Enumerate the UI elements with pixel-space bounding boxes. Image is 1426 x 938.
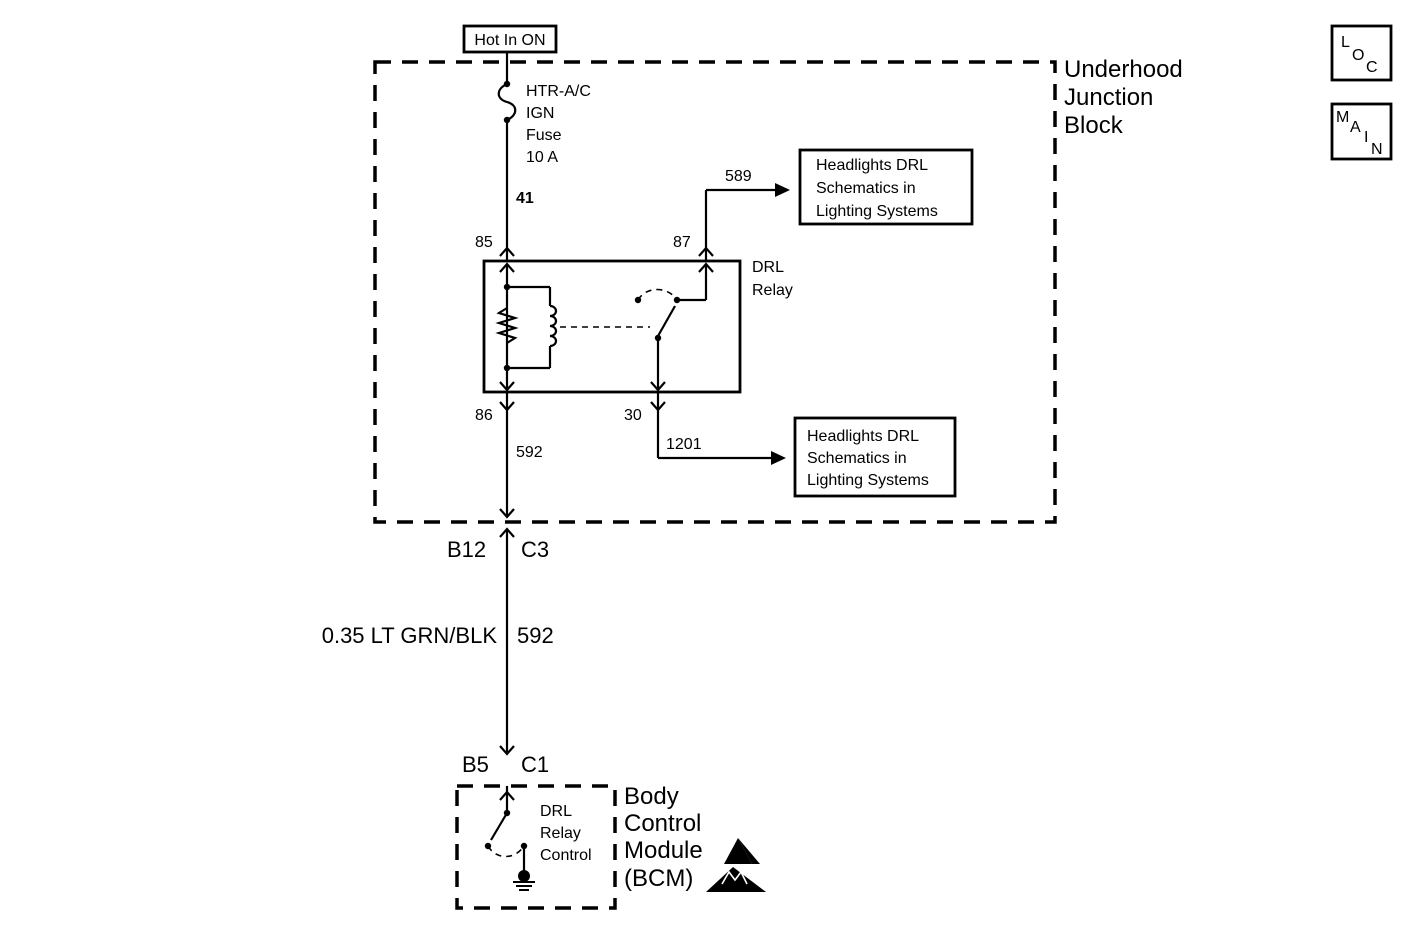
drl-relay-label-line-1: DRL [752, 259, 784, 276]
bcm-label: Body Control Module (BCM) [624, 783, 703, 892]
main-letter-a: A [1350, 119, 1361, 136]
connector-b12-label: B12 [447, 537, 486, 562]
bcm-internal-label-line-2: Relay [540, 825, 581, 842]
relay-coil-icon [548, 287, 558, 368]
loc-letter-l: L [1341, 34, 1350, 51]
ref-box-1-line-1: Headlights DRL [816, 157, 928, 174]
fuse-label-line-1: HTR-A/C [526, 83, 591, 100]
main-letter-m: M [1336, 109, 1349, 126]
arrow-to-ref-1201 [771, 451, 786, 465]
underhood-label-line-1: Underhood [1064, 56, 1183, 83]
bcm-label-line-3: Module [624, 837, 703, 864]
loc-button[interactable]: L O C [1330, 24, 1393, 82]
underhood-label-line-3: Block [1064, 112, 1124, 139]
ref-box-1-line-3: Lighting Systems [816, 203, 938, 220]
esd-sensitive-icon [706, 838, 766, 892]
circuit-41-label: 41 [516, 190, 534, 207]
fuse-icon [497, 80, 517, 124]
wire-circuit-592-label: 592 [517, 623, 554, 648]
ref-box-2-line-3: Lighting Systems [807, 472, 929, 489]
bcm-boundary [455, 784, 617, 910]
relay-pin-86-label: 86 [475, 407, 493, 424]
fuse-label-line-4: 10 A [526, 149, 558, 166]
fuse-label-line-2: IGN [526, 105, 554, 122]
bcm-label-line-1: Body [624, 783, 679, 810]
drl-relay-box [482, 259, 742, 394]
main-letter-i: I [1364, 129, 1368, 146]
circuit-589-label: 589 [725, 168, 752, 185]
ref-box-2-line-1: Headlights DRL [807, 428, 919, 445]
circuit-1201-label: 1201 [666, 436, 702, 453]
connector-c3-terminal-top [499, 508, 515, 519]
ref-box-headlights-drl-1[interactable]: Headlights DRL Schematics in Lighting Sy… [798, 148, 974, 226]
power-source-box [462, 24, 558, 54]
relay-pin-86-terminal [499, 401, 515, 412]
relay-pin-85-label: 85 [475, 234, 493, 251]
circuit-592-inner-label: 592 [516, 444, 543, 461]
drl-relay-label-line-2: Relay [752, 282, 793, 299]
bcm-label-line-2: Control [624, 810, 701, 837]
arrow-to-ref-589 [775, 183, 790, 197]
fuse-label: HTR-A/C IGN Fuse 10 A [526, 83, 591, 166]
power-source-label: Hot In ON [474, 32, 545, 49]
wire-spec-label: 0.35 LT GRN/BLK [322, 623, 498, 648]
fuse-label-line-3: Fuse [526, 127, 562, 144]
ref-box-2-line-2: Schematics in [807, 450, 907, 467]
main-button[interactable]: M A I N [1330, 102, 1393, 161]
resistor-icon [495, 307, 519, 344]
ref-box-headlights-drl-2[interactable]: Headlights DRL Schematics in Lighting Sy… [793, 416, 957, 498]
relay-pin-87-label: 87 [673, 234, 691, 251]
drl-relay-label: DRL Relay [752, 259, 793, 299]
loc-letter-o: O [1352, 47, 1364, 64]
power-source: Hot In ON [462, 24, 558, 54]
bcm-internal-label: DRL Relay Control [540, 803, 592, 864]
underhood-junction-block-label: Underhood Junction Block [1064, 56, 1183, 139]
ref-box-1-line-2: Schematics in [816, 180, 916, 197]
bcm-drl-relay-control-switch-icon [484, 786, 528, 858]
bcm-label-line-4: (BCM) [624, 865, 693, 892]
underhood-junction-block-boundary [373, 60, 1057, 524]
loc-letter-c: C [1366, 59, 1378, 76]
bcm-internal-label-line-1: DRL [540, 803, 572, 820]
main-letter-n: N [1371, 141, 1383, 158]
connector-c3-label: C3 [521, 537, 549, 562]
underhood-label-line-2: Junction [1064, 84, 1153, 111]
connector-b5-terminal [499, 745, 515, 756]
connector-b5-label: B5 [462, 752, 489, 777]
bcm-internal-label-line-3: Control [540, 847, 592, 864]
relay-switch-icon [634, 262, 714, 392]
ground-icon [513, 846, 535, 891]
connector-c1-label: C1 [521, 752, 549, 777]
relay-pin-30-label: 30 [624, 407, 642, 424]
